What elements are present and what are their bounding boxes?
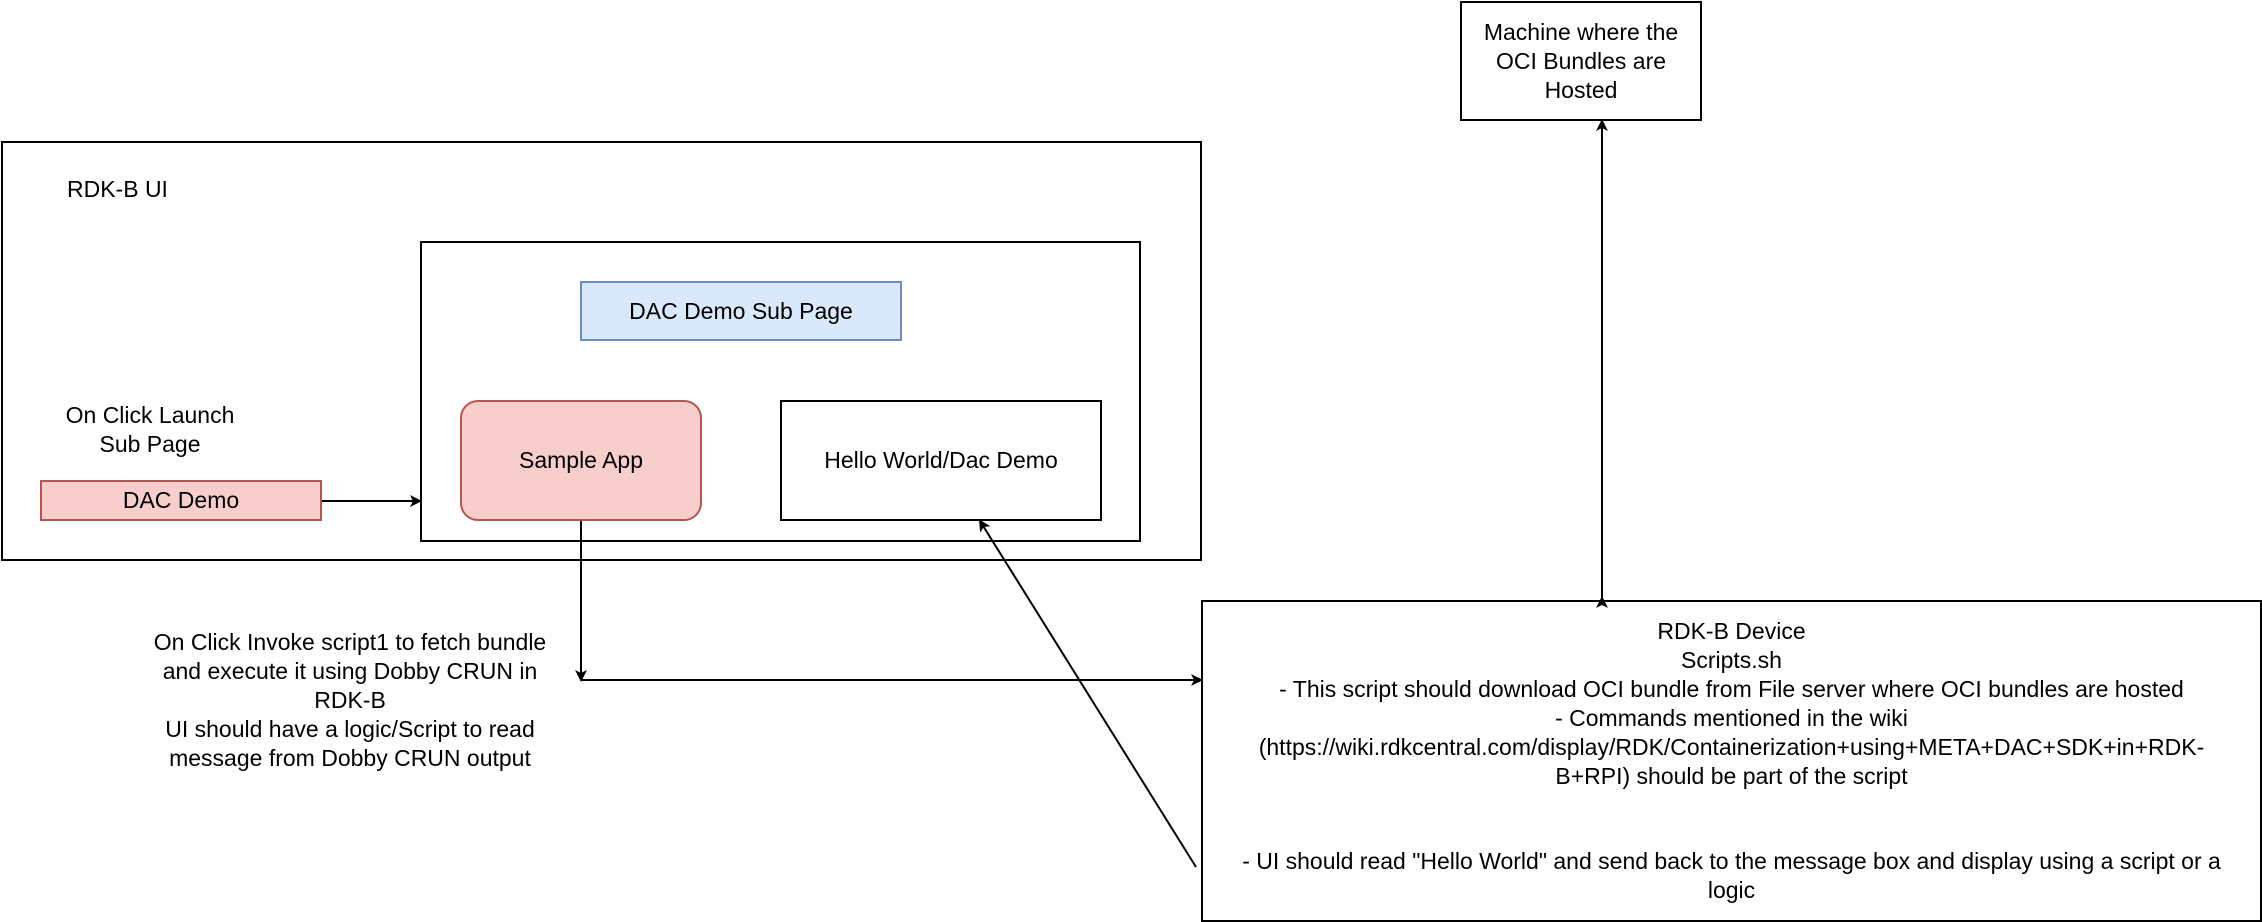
- invoke-caption-line: UI should have a logic/Script to read: [165, 716, 535, 742]
- device-footer-line: - UI should read "Hello World" and send …: [1242, 848, 2221, 874]
- device-line: B+RPI) should be part of the script: [1555, 763, 1908, 789]
- device-line: - Commands mentioned in the wiki: [1555, 705, 1908, 731]
- device-line: - This script should download OCI bundle…: [1279, 676, 2184, 702]
- sample-app-node[interactable]: Sample App: [460, 400, 702, 521]
- subpage-title-label: DAC Demo Sub Page: [629, 297, 853, 324]
- device-line: RDK-B Device: [1657, 618, 1806, 644]
- oci-host-line: Hosted: [1544, 76, 1618, 103]
- edge-device-to-helloworld: [978, 519, 1197, 868]
- invoke-caption-line: message from Dobby CRUN output: [169, 745, 531, 771]
- rdkb-ui-title: RDK-B UI: [67, 176, 168, 202]
- invoke-caption: On Click Invoke script1 to fetch bundle …: [120, 628, 580, 773]
- device-line: Scripts.sh: [1681, 647, 1782, 673]
- oci-host-line: Machine where the: [1483, 18, 1679, 45]
- invoke-caption-line: RDK-B: [314, 687, 386, 713]
- oci-host-line: OCI Bundles are: [1495, 47, 1667, 74]
- device-line: (https://wiki.rdkcentral.com/display/RDK…: [1258, 734, 2205, 760]
- invoke-caption-line: and execute it using Dobby CRUN in: [162, 658, 538, 684]
- dac-demo-button-label: DAC Demo: [122, 487, 240, 513]
- dac-demo-button[interactable]: DAC Demo: [40, 480, 322, 521]
- hello-world-node: Hello World/Dac Demo: [780, 400, 1102, 521]
- device-footer: - UI should read "Hello World" and send …: [1201, 847, 2262, 905]
- subpage-title: DAC Demo Sub Page: [580, 281, 902, 341]
- launch-caption: On Click Launch Sub Page: [40, 401, 260, 459]
- hello-world-label: Hello World/Dac Demo: [824, 447, 1058, 473]
- invoke-caption-line: On Click Invoke script1 to fetch bundle: [153, 629, 547, 655]
- oci-host-node: Machine where the OCI Bundles are Hosted: [1460, 1, 1702, 121]
- sample-app-label: Sample App: [518, 447, 644, 473]
- device-description: RDK-B Device Scripts.sh - This script sh…: [1201, 617, 2262, 791]
- launch-caption-line: On Click Launch: [65, 402, 235, 428]
- launch-caption-line: Sub Page: [99, 431, 201, 457]
- rdkb-device-node: [1201, 600, 2262, 922]
- device-footer-line: logic: [1707, 877, 1756, 903]
